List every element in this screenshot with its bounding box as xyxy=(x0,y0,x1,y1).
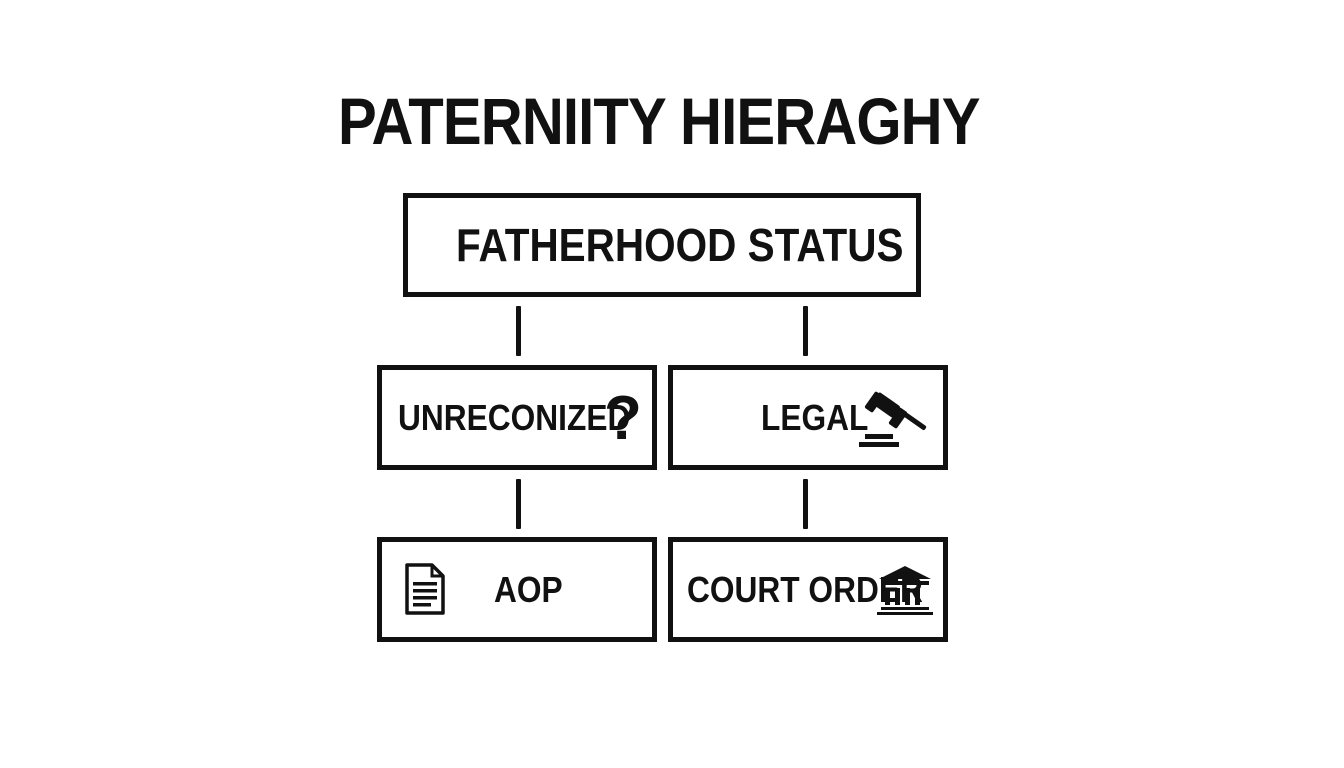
document-icon xyxy=(405,563,445,615)
connector-legal-to-court-order xyxy=(803,479,808,529)
connector-root-to-unrecognized xyxy=(516,306,521,356)
node-legal: LEGAL xyxy=(668,365,948,470)
connector-root-to-legal xyxy=(803,306,808,356)
node-aop-label: AOP xyxy=(494,568,563,610)
gavel-icon xyxy=(859,391,927,447)
root-node-fatherhood-status: FATHERHOOD STATUS xyxy=(403,193,921,297)
node-unrecognized: UNRECONIZED ? xyxy=(377,365,657,470)
question-mark-icon: ? xyxy=(604,384,642,453)
root-node-label: FATHERHOOD STATUS xyxy=(456,219,904,271)
node-court-order: COURT ORDER xyxy=(668,537,948,642)
node-unrecognized-label: UNRECONIZED xyxy=(398,396,631,438)
connector-unrecognized-to-aop xyxy=(516,479,521,529)
diagram-title: PATERNIITY HIERAGHY xyxy=(338,84,980,158)
node-aop: AOP xyxy=(377,537,657,642)
courthouse-icon xyxy=(877,566,933,615)
node-legal-label: LEGAL xyxy=(761,396,869,438)
